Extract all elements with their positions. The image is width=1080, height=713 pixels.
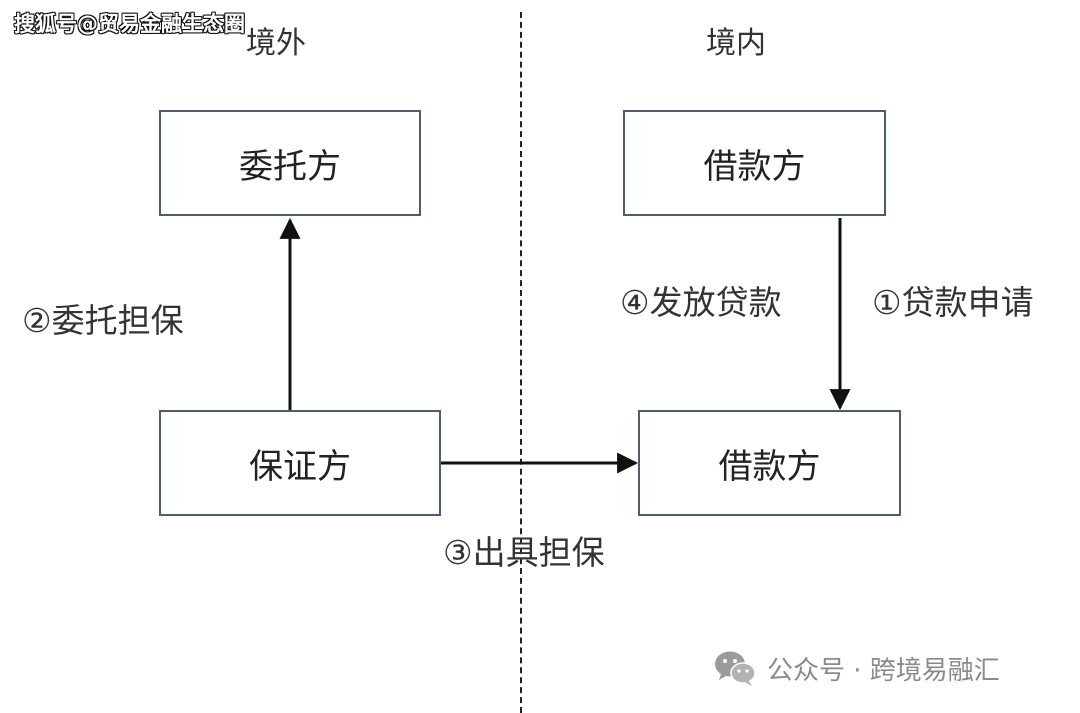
watermark-bottom: 公众号 · 跨境易融汇	[713, 648, 1000, 688]
wechat-icon	[715, 651, 756, 686]
step-label-1: ①贷款申请	[872, 283, 1034, 322]
step-label-3: ③出具担保	[443, 533, 605, 572]
box-borrower-bottom: 借款方	[638, 410, 901, 516]
watermark-bottom-text: 公众号 · 跨境易融汇	[767, 655, 1000, 686]
step-label-4: ④发放贷款	[620, 283, 782, 322]
region-label-offshore: 境外	[246, 26, 306, 61]
box-borrower-top: 借款方	[623, 110, 886, 216]
border-divider	[520, 12, 522, 713]
box-guarantor: 保证方	[159, 410, 441, 516]
step-label-2: ②委托担保	[22, 301, 184, 340]
box-entrusting-party: 委托方	[159, 110, 421, 216]
region-label-onshore: 境内	[706, 26, 766, 61]
watermark-top: 搜狐号@贸易金融生态圈	[14, 12, 245, 36]
